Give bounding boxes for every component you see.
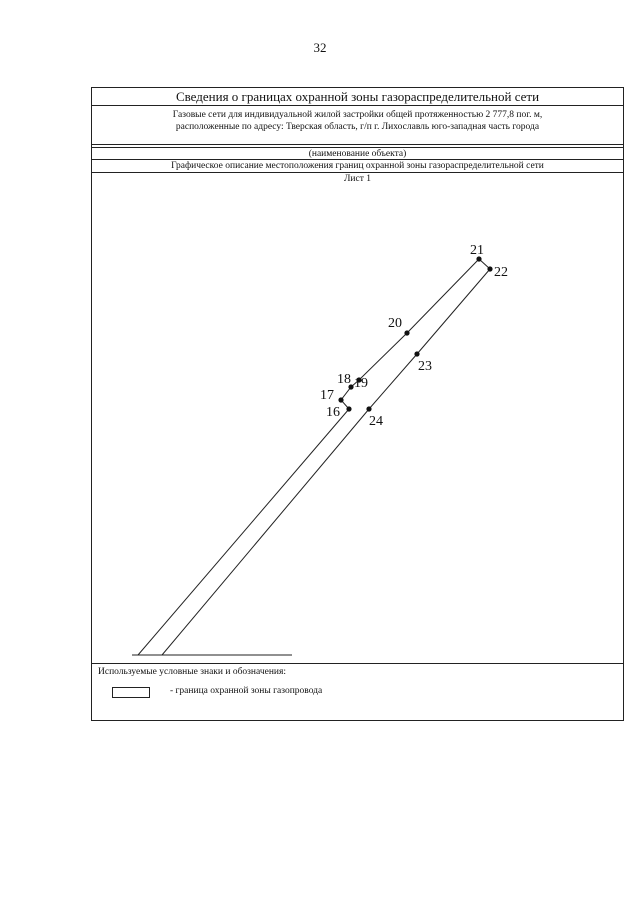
legend-item-text: - граница охранной зоны газопровода (170, 686, 323, 696)
boundary-point-23 (414, 351, 420, 357)
boundary-line-left-lower (137, 408, 350, 656)
boundary-point-label-24: 24 (369, 414, 383, 429)
boundary-point-20 (404, 330, 410, 336)
boundary-point-24 (366, 406, 372, 412)
boundary-point-label-19: 19 (354, 376, 368, 391)
boundary-point-16 (346, 406, 352, 412)
document-frame: Сведения о границах охранной зоны газора… (91, 87, 624, 721)
boundary-point-label-18: 18 (337, 372, 351, 387)
object-name-caption: (наименование объекта) (92, 147, 623, 160)
object-description-line-2: расположенные по адресу: Тверская област… (175, 122, 540, 132)
boundary-point-label-16: 16 (326, 405, 340, 420)
section-title: Сведения о границах охранной зоны газора… (92, 88, 623, 106)
boundary-line-right (161, 268, 491, 656)
legend: Используемые условные знаки и обозначени… (92, 663, 623, 720)
object-description-line-1: Газовые сети для индивидуальной жилой за… (172, 110, 543, 120)
boundary-point-17 (338, 397, 344, 403)
boundary-point-label-21: 21 (470, 243, 484, 258)
boundary-point-label-20: 20 (388, 316, 402, 331)
graphic-description-title: Графическое описание местоположения гран… (92, 160, 623, 173)
legend-boundary-symbol (112, 687, 150, 698)
boundary-point-19 (356, 377, 362, 383)
object-description: Газовые сети для индивидуальной жилой за… (92, 106, 623, 144)
boundary-point-18 (348, 384, 354, 390)
boundary-point-21 (476, 256, 482, 262)
boundary-point-label-22: 22 (494, 265, 508, 280)
divider (92, 144, 623, 145)
boundary-point-label-17: 17 (320, 388, 334, 403)
legend-heading: Используемые условные знаки и обозначени… (98, 667, 287, 677)
boundary-point-22 (487, 266, 493, 272)
sheet-number: Лист 1 (343, 174, 372, 184)
boundary-notch (340, 379, 360, 410)
page-number: 32 (313, 40, 327, 55)
boundary-point-label-23: 23 (418, 359, 432, 374)
